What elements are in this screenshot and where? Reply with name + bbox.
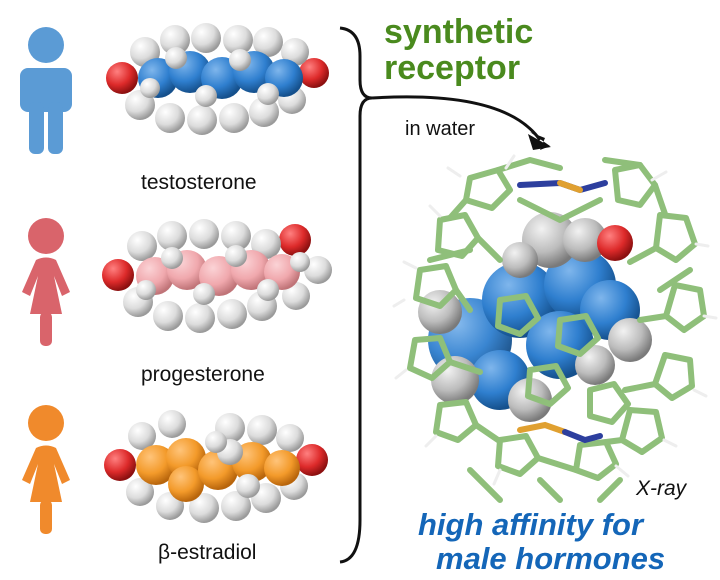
- hormone-label-progesterone: progesterone: [141, 363, 265, 386]
- progesterone-molecule: [102, 219, 332, 333]
- hormone-label-testosterone: testosterone: [141, 171, 257, 194]
- estradiol-molecule: [104, 410, 328, 523]
- receptor-framework: [407, 157, 707, 503]
- receptor-title-line2: receptor: [384, 49, 521, 87]
- caption-line1: high affinity for: [418, 507, 644, 542]
- in-water-label: in water: [405, 118, 476, 140]
- hydrogen-sticks: [392, 154, 718, 486]
- female-icon: [22, 405, 70, 534]
- curly-brace: [339, 26, 373, 564]
- arrow-curve: [371, 95, 542, 141]
- receptor-structure: [392, 154, 718, 503]
- arrow-head-icon: [528, 134, 551, 150]
- linker-top: [517, 179, 608, 194]
- xray-label: X-ray: [636, 477, 687, 500]
- male-icon: [20, 27, 72, 154]
- female-icon: [22, 218, 70, 346]
- caption-line2: male hormones: [436, 541, 666, 576]
- receptor-title-line1: synthetic: [384, 13, 534, 51]
- linker-bottom: [517, 421, 603, 444]
- testosterone-molecule: [106, 23, 329, 135]
- hormone-label-estradiol: β-estradiol: [158, 541, 257, 564]
